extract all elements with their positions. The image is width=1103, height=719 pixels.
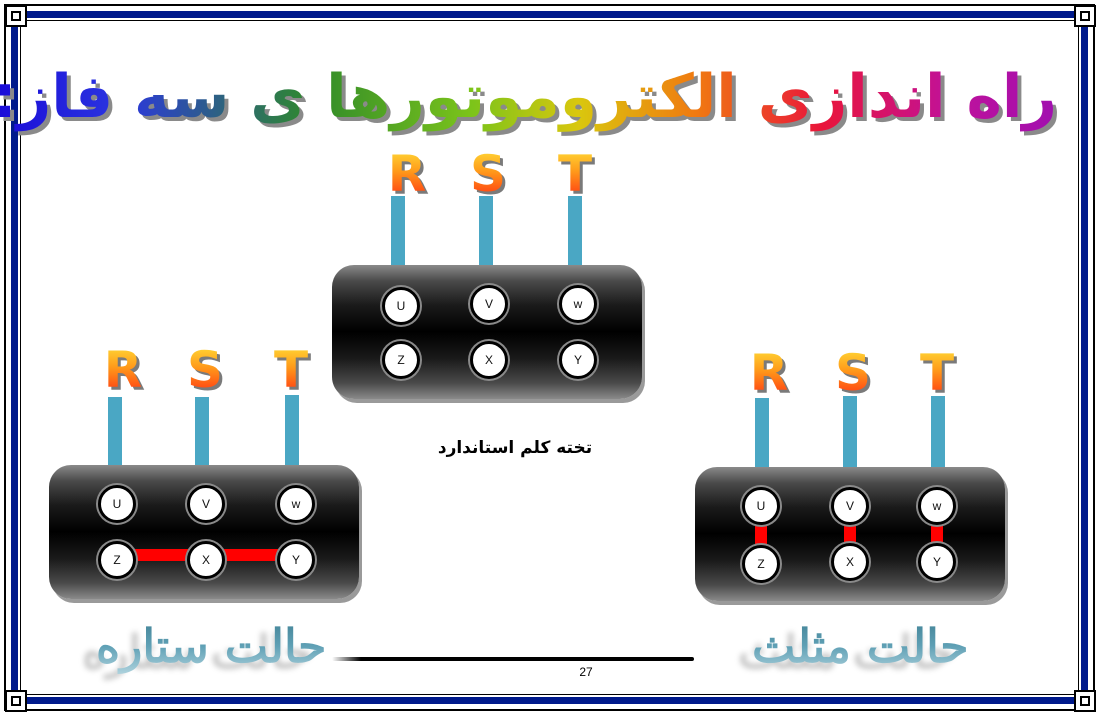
terminal-z: Z <box>382 341 420 379</box>
delta-jumper-v-x <box>844 519 856 545</box>
wire-t <box>568 196 582 286</box>
star-mode-label: حالت ستاره <box>96 616 326 676</box>
phase-label-t: T <box>266 342 316 398</box>
phase-label-r: R <box>382 146 432 202</box>
phase-label-t: T <box>912 345 962 401</box>
terminal-z: Z <box>98 541 136 579</box>
delta-mode-label: حالت مثلث <box>752 616 969 676</box>
terminal-w: w <box>277 485 315 523</box>
terminal-y: Y <box>277 541 315 579</box>
page-number: 27 <box>579 665 593 679</box>
page-title: راه اندازی الکتروموتورها ی سه فاز: <box>0 58 1057 136</box>
phase-label-t: T <box>550 146 600 202</box>
footer-rule <box>332 657 694 661</box>
wire-s <box>195 397 209 487</box>
frame-corner-top-left <box>5 5 27 27</box>
phase-label-r: R <box>744 345 794 401</box>
terminal-v: V <box>470 285 508 323</box>
star-jumper-x-y <box>222 549 282 561</box>
delta-jumper-u-z <box>755 519 767 545</box>
terminal-x: X <box>831 543 869 581</box>
terminal-v: V <box>831 487 869 525</box>
wire-t <box>285 395 299 487</box>
wire-s <box>843 396 857 488</box>
star-jumper-z-x <box>132 549 192 561</box>
terminal-w: w <box>918 487 956 525</box>
terminal-u: U <box>382 287 420 325</box>
page-border-blue <box>11 11 1088 704</box>
frame-corner-bottom-left <box>5 690 27 712</box>
phase-label-s: S <box>828 345 878 401</box>
board-caption: تخته کلم استاندارد <box>437 438 593 458</box>
terminal-v: V <box>187 485 225 523</box>
terminal-board-delta: U V w Z X Y <box>695 467 1005 601</box>
terminal-y: Y <box>559 341 597 379</box>
terminal-w: w <box>559 285 597 323</box>
page-border-inner <box>20 20 1079 695</box>
terminal-u: U <box>98 485 136 523</box>
frame-corner-top-right <box>1074 5 1096 27</box>
terminal-x: X <box>187 541 225 579</box>
frame-corner-bottom-right <box>1074 690 1096 712</box>
terminal-u: U <box>742 487 780 525</box>
terminal-x: X <box>470 341 508 379</box>
phase-label-s: S <box>463 146 513 202</box>
phase-label-r: R <box>98 342 148 398</box>
terminal-z: Z <box>742 545 780 583</box>
wire-t <box>931 396 945 488</box>
terminal-board-standard: U V w Z X Y <box>332 265 642 399</box>
phase-label-s: S <box>180 342 230 398</box>
page-border-outer <box>4 4 1095 711</box>
terminal-board-star: U V w Z X Y <box>49 465 359 599</box>
delta-jumper-w-y <box>931 519 943 545</box>
terminal-y: Y <box>918 543 956 581</box>
